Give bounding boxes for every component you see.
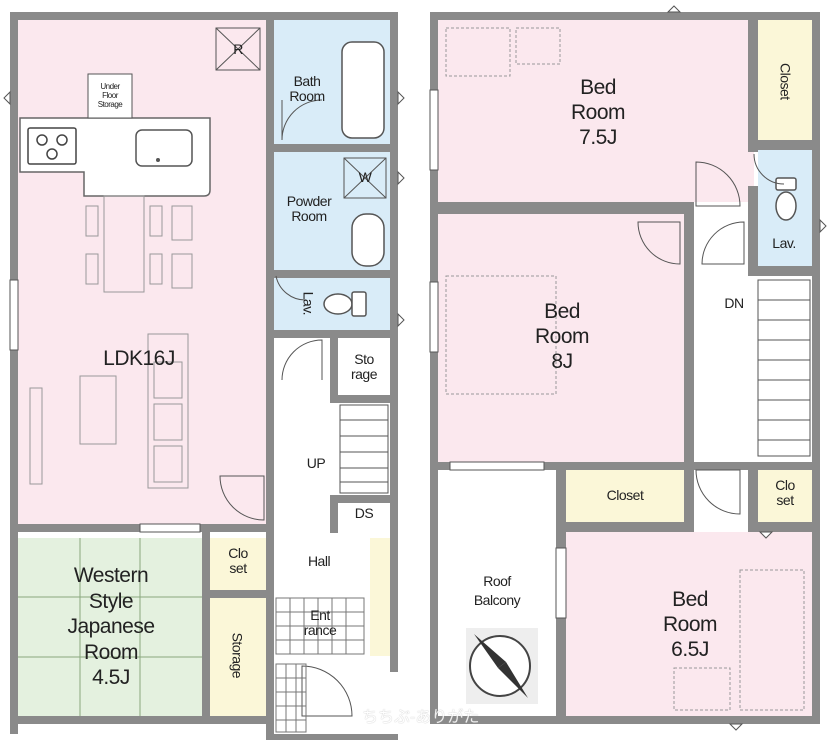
under-floor-storage-line3: Storage (97, 100, 123, 110)
closet-first-line2: set (229, 559, 247, 576)
closet-small-fill (758, 470, 812, 522)
powder-room-label: Powder Room (276, 194, 342, 223)
sofa-set-icon (29, 333, 189, 489)
lav-label-second: Lav. (772, 235, 796, 251)
roof-balcony-line2: Balcony (473, 591, 521, 608)
bed1-line1: Bed (580, 76, 616, 99)
bath-line1: Bath (293, 73, 321, 89)
entrance-label: Ent rance (288, 608, 352, 637)
roof-balcony-label: Roof Balcony (450, 572, 544, 610)
kitchen-counter (19, 117, 211, 197)
dn-label: DN (724, 295, 744, 311)
powder-line2: Room (291, 207, 327, 224)
under-floor-storage-box (87, 73, 133, 119)
closet-first-line1: Clo (228, 545, 248, 561)
japanese-room-fill (18, 538, 202, 716)
bed1-line3: 7.5J (579, 125, 617, 149)
bed3-line2: Room (662, 612, 718, 636)
toilet-icon (323, 291, 367, 317)
refrigerator-icon (215, 27, 261, 71)
second-floor (429, 5, 827, 731)
powder-sink-icon (351, 213, 385, 267)
bed1-line2: Room (570, 100, 626, 124)
bed2-label: Bed Room 8J (522, 300, 602, 374)
bed3-label: Bed Room 6.5J (648, 588, 732, 662)
closet-fill (210, 538, 266, 590)
bed3-line3: 6.5J (671, 637, 709, 661)
compass-icon (466, 628, 538, 704)
lav-label-first: Lav. (300, 291, 317, 316)
under-floor-storage-line1: Under (100, 82, 120, 91)
bath-line2: Room (289, 87, 325, 104)
shoe-storage-fill (370, 538, 390, 656)
storage-tall-label: Storage (229, 632, 246, 679)
bathtub-icon (341, 41, 385, 139)
stairs-up-icon (339, 404, 389, 494)
entrance-line1: Ent (310, 607, 330, 623)
second-floor-windows (429, 5, 827, 731)
closet-small-label-second: Clo set (760, 478, 810, 507)
refrigerator-mark: R (233, 41, 243, 57)
ds-label: DS (354, 505, 374, 521)
bed3-fill (566, 532, 812, 716)
closet-wide-label: Closet (606, 487, 644, 503)
washer-mark: W (358, 169, 372, 185)
western-line2: Style (88, 589, 134, 613)
powder-line1: Powder (286, 193, 332, 209)
second-floor-doors (637, 153, 785, 515)
closet-wide-fill (566, 470, 684, 522)
hall-label: Hall (307, 553, 331, 569)
up-label: UP (306, 455, 326, 471)
storage-tall-fill (210, 598, 266, 716)
bed2-line3: 8J (551, 349, 573, 373)
ldk-fill (18, 20, 266, 524)
bath-room-label: Bath Room (278, 74, 336, 103)
roof-balcony-line1: Roof (483, 573, 511, 589)
closet-small-line1: Clo (775, 477, 795, 493)
western-line5: 4.5J (92, 666, 130, 690)
bed1-label: Bed Room 7.5J (558, 76, 638, 150)
washer-icon (343, 157, 387, 199)
bed2-line1: Bed (544, 300, 580, 323)
ldk-label: LDK16J (103, 347, 175, 370)
watermark-text: ちちぶ-ありがた (362, 709, 480, 726)
storage-small-line2: rage (350, 365, 378, 382)
under-floor-storage-line2: Floor (102, 91, 118, 101)
bed2-fill (438, 214, 684, 462)
bed1-fill (438, 20, 754, 202)
bed3-line1: Bed (672, 588, 708, 611)
stove-icon (27, 127, 77, 165)
storage-small-line1: Sto (354, 351, 374, 367)
western-japanese-room-label: Western Style Japanese Room 4.5J (36, 563, 186, 691)
sink-drain (156, 158, 160, 162)
closet-vertical-fill (758, 20, 812, 140)
first-floor-windows (3, 90, 405, 533)
dining-set-icon (85, 195, 193, 293)
entrance-tiles (275, 597, 365, 733)
bed2-line2: Room (534, 324, 590, 348)
first-floor-doors (219, 99, 353, 717)
western-line4: Room (83, 640, 139, 664)
closet-small-line2: set (776, 491, 794, 508)
entrance-line2: rance (303, 621, 337, 638)
storage-small-label: Sto rage (340, 352, 388, 381)
hall2-fill (694, 214, 748, 464)
sink-icon (135, 129, 193, 167)
western-line3: Japanese (67, 615, 155, 639)
under-floor-storage-label: Under Floor Storage (88, 82, 132, 110)
stairs-down-icon (757, 279, 811, 457)
closet-vertical-label: Closet (777, 63, 794, 100)
bed-furniture-icons (445, 27, 805, 711)
western-line1: Western (73, 564, 149, 587)
tatami-lines (18, 538, 202, 716)
first-floor (3, 12, 405, 740)
closet-label-first: Clo set (212, 546, 264, 575)
toilet2-icon (775, 177, 797, 221)
